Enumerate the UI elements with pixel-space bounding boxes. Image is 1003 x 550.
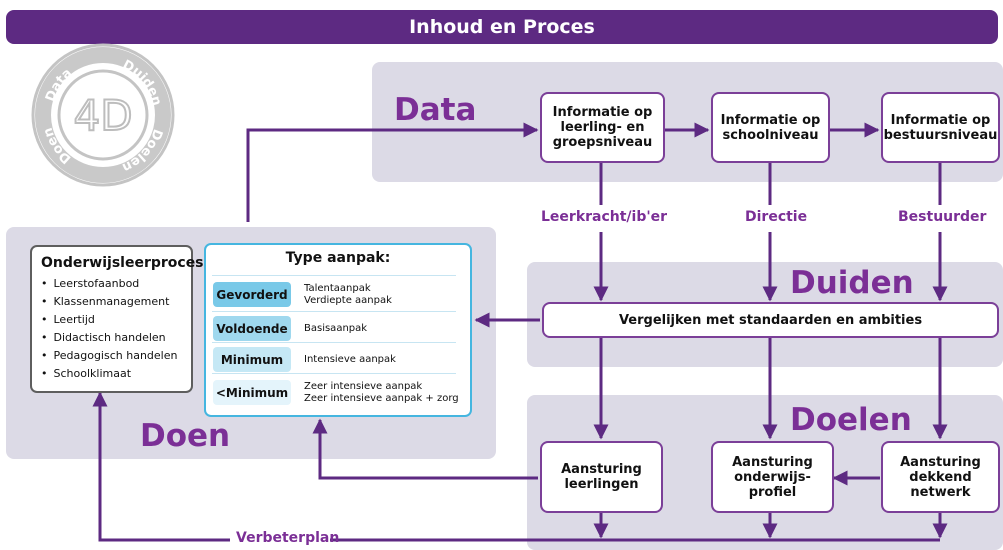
role-label-directie: Directie — [745, 209, 808, 225]
process-list-item: Schoolklimaat — [41, 365, 183, 383]
level-chip: Voldoende — [213, 316, 291, 341]
process-list-box: Onderwijsleerproces: Leerstofaanbod Klas… — [30, 245, 210, 393]
arrow-verbeterplan-to-process — [92, 391, 230, 542]
emblem-center-text: 4D — [73, 91, 132, 140]
section-label-doen: Doen — [140, 418, 231, 454]
emblem-band — [35, 47, 171, 183]
arrow-doelen1-to-type — [312, 418, 538, 480]
emblem-inner-ring — [57, 69, 149, 161]
process-list-item: Leerstofaanbod — [41, 275, 183, 293]
process-list-title: Onderwijsleerproces: — [41, 255, 210, 271]
process-list-item: Pedagogisch handelen — [41, 347, 183, 365]
type-aanpak-title: Type aanpak: — [285, 250, 391, 266]
emblem-outer-ring — [31, 43, 175, 187]
section-label-data: Data — [394, 92, 477, 128]
type-aanpak-box: Type aanpak: Gevorderd Talentaanpak Verd… — [204, 243, 472, 417]
type-row-voldoende: Voldoende Basisaanpak — [212, 311, 456, 343]
doelen-box-netwerk: Aansturing dekkend netwerk — [881, 441, 1000, 513]
data-box-bestuur: Informatie op bestuursniveau — [881, 92, 1000, 163]
level-desc: Intensieve aanpak — [304, 353, 396, 365]
role-label-bestuurder: Bestuurder — [898, 209, 987, 225]
data-box-leerling: Informatie op leerling- en groepsniveau — [540, 92, 665, 163]
level-desc: Zeer intensieve aanpak Zeer intensieve a… — [304, 380, 459, 404]
section-label-doelen: Doelen — [790, 402, 912, 438]
level-chip: Minimum — [213, 347, 291, 372]
level-desc: Talentaanpak Verdiepte aanpak — [304, 282, 392, 306]
4d-emblem: Data Duiden Doelen Doen 4D — [31, 43, 175, 187]
process-list-item: Klassenmanagement — [41, 293, 183, 311]
role-label-leerkracht: Leerkracht/ib'er — [541, 209, 668, 225]
level-desc: Basisaanpak — [304, 322, 368, 334]
type-row-minimum: Minimum Intensieve aanpak — [212, 342, 456, 374]
header-title: Inhoud en Proces — [6, 10, 998, 44]
process-list-item: Didactisch handelen — [41, 329, 183, 347]
type-row-onder-minimum: <Minimum Zeer intensieve aanpak Zeer int… — [212, 373, 459, 412]
data-box-school: Informatie op schoolniveau — [711, 92, 830, 163]
section-label-duiden: Duiden — [790, 265, 914, 301]
verbeterplan-label: Verbeterplan — [236, 530, 340, 546]
level-chip: Gevorderd — [213, 282, 291, 307]
duiden-bar: Vergelijken met standaarden en ambities — [542, 302, 999, 338]
level-chip: <Minimum — [213, 380, 291, 405]
doelen-box-leerlingen: Aansturing leerlingen — [540, 441, 663, 513]
process-list-item: Leertijd — [41, 311, 183, 329]
type-row-gevorderd: Gevorderd Talentaanpak Verdiepte aanpak — [212, 275, 456, 312]
doelen-box-onderwijsprofiel: Aansturing onderwijs- profiel — [711, 441, 834, 513]
arrow-doen-to-data — [246, 122, 539, 222]
process-list: Leerstofaanbod Klassenmanagement Leertij… — [41, 275, 183, 383]
